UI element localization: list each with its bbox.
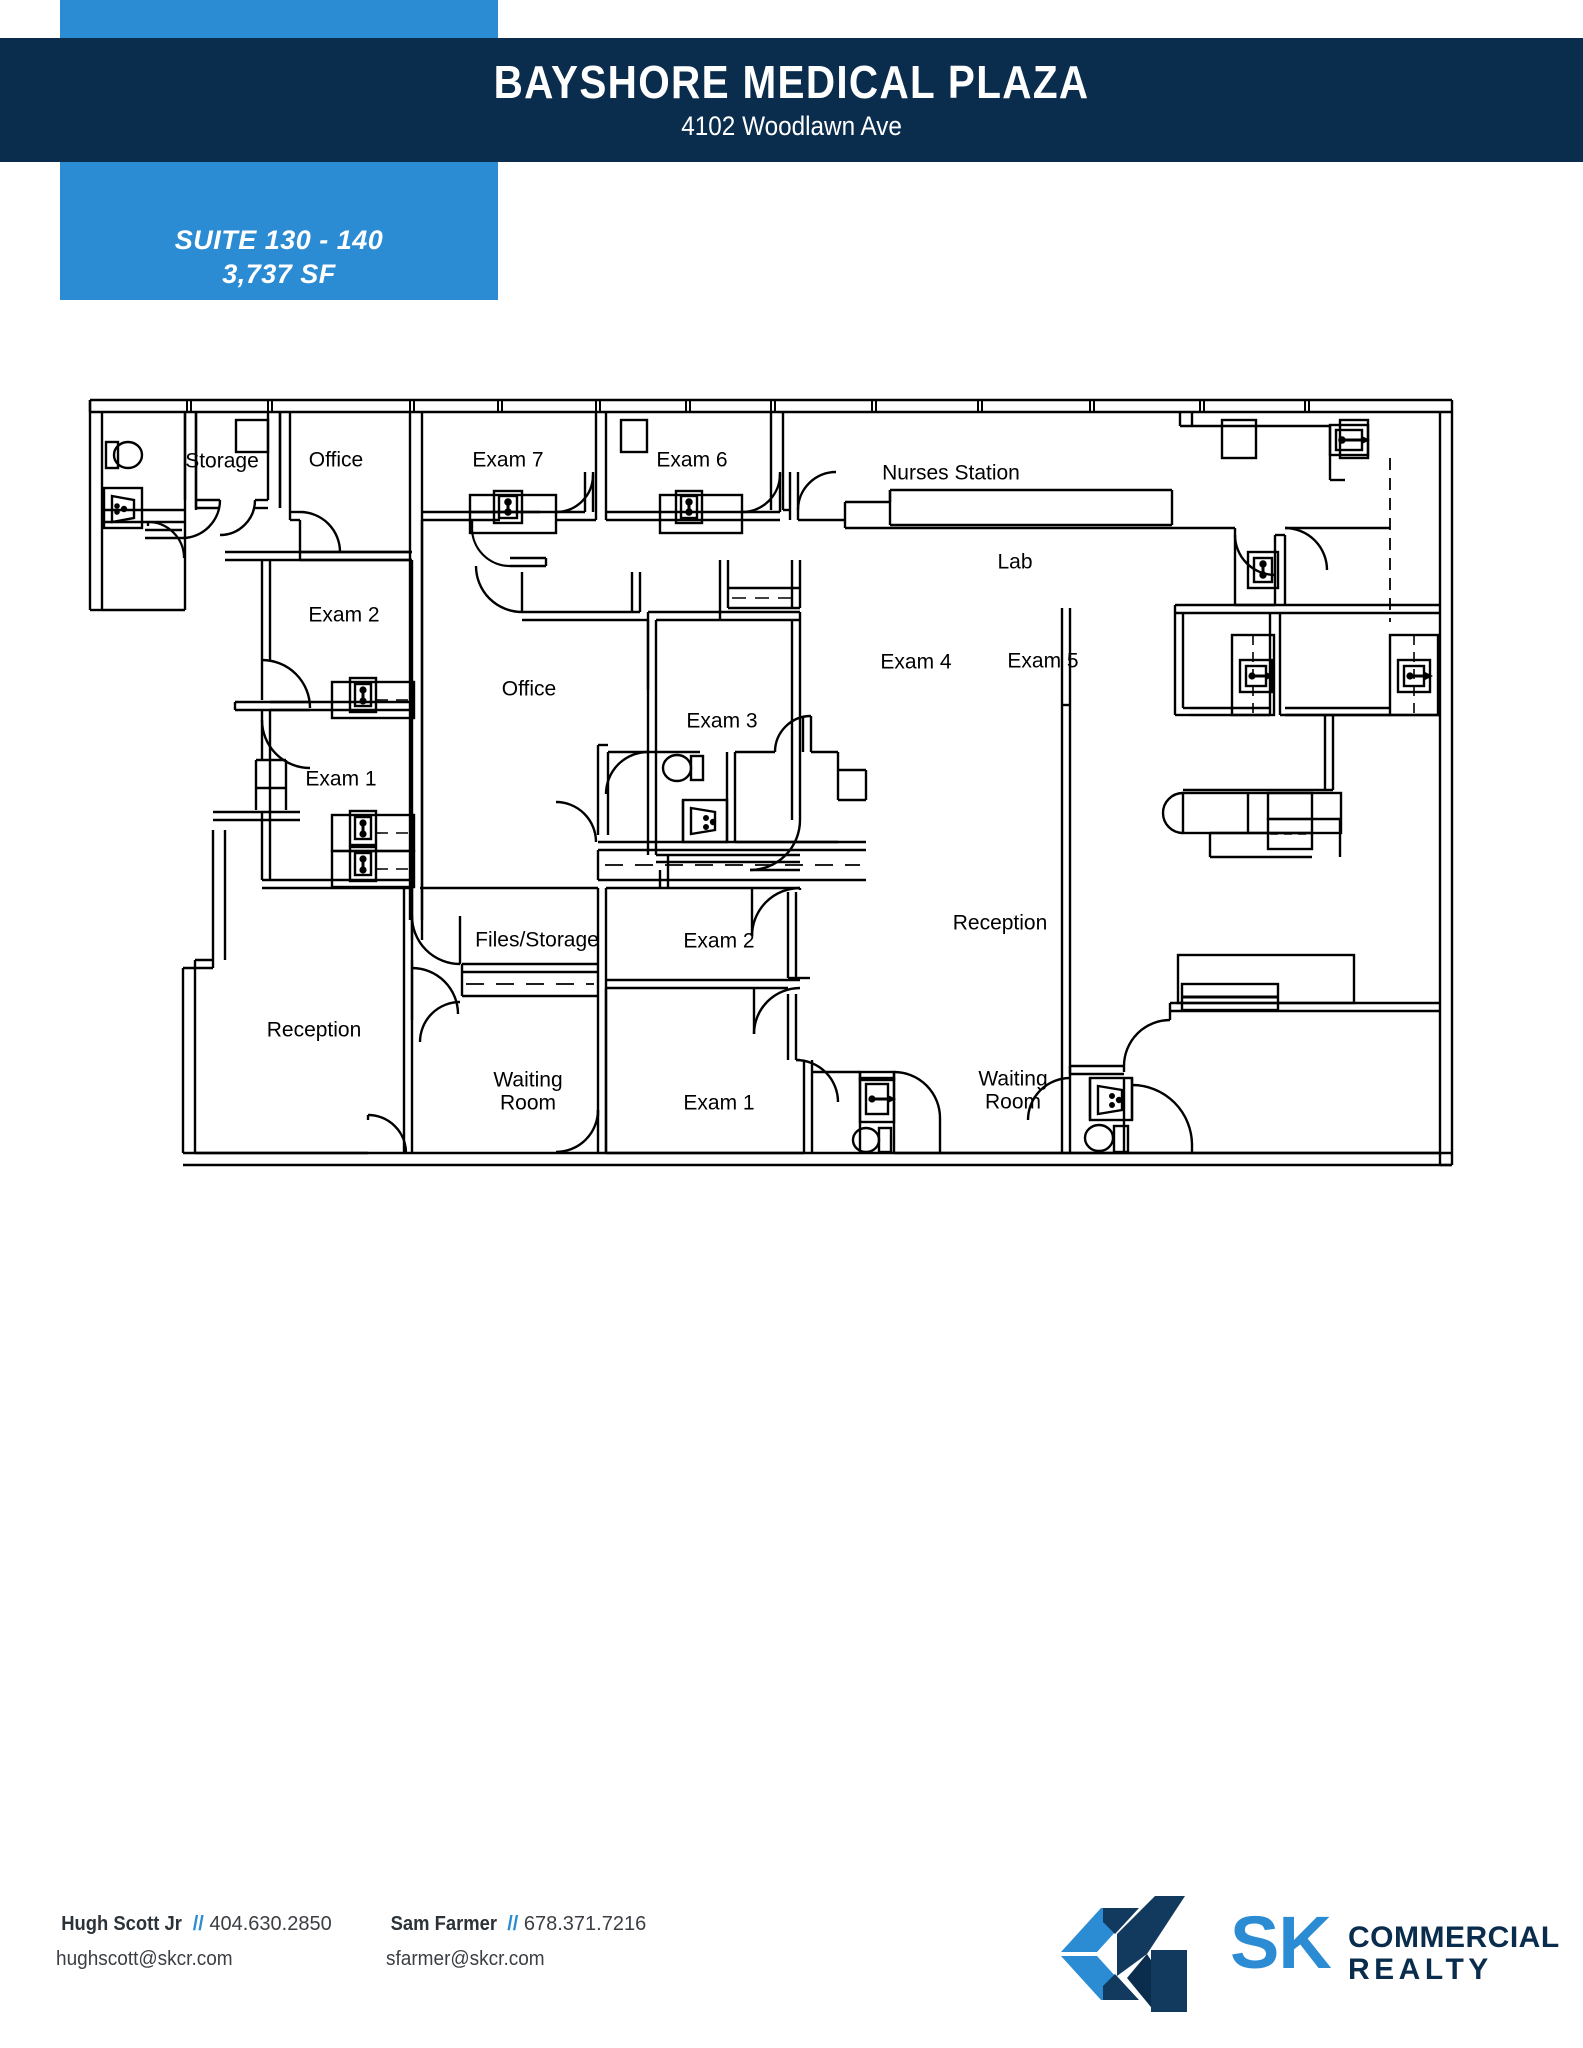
room-label-exam-7: Exam 7: [472, 449, 543, 472]
contact-separator: //: [192, 1913, 204, 1935]
room-label-exam-4: Exam 4: [880, 651, 952, 674]
room-label-reception-right: Reception: [953, 912, 1048, 935]
header-band: BAYSHORE MEDICAL PLAZA 4102 Woodlawn Ave: [0, 38, 1583, 162]
suite-area: 3,737 SF: [222, 259, 336, 289]
room-labels: Storage Office Exam 7 Exam 6 Nurses Stat…: [185, 449, 1078, 1115]
room-label-waiting-left-1: Waiting: [493, 1069, 562, 1092]
logo-tagline: COMMERCIAL REALTY: [1348, 1922, 1560, 1985]
contact-email[interactable]: sfarmer@skcr.com: [386, 1948, 545, 1970]
sk-commercial-realty-logo: SK COMMERCIAL REALTY: [1055, 1894, 1559, 2024]
room-label-exam-5: Exam 5: [1007, 650, 1078, 673]
page-title: BAYSHORE MEDICAL PLAZA: [493, 55, 1090, 108]
floor-plan-drawing: Storage Office Exam 7 Exam 6 Nurses Stat…: [88, 398, 1454, 1167]
room-label-waiting-right-1: Waiting: [978, 1068, 1047, 1091]
room-label-exam-1-left: Exam 1: [305, 768, 376, 791]
room-label-nurses-station: Nurses Station: [882, 462, 1020, 485]
sk-logo-mark-icon: [1061, 1896, 1187, 2012]
room-label-storage-top: Storage: [185, 450, 259, 473]
logo-sk-text: SK: [1230, 1901, 1332, 1984]
contact-name: Hugh Scott Jr: [61, 1913, 182, 1935]
room-label-exam-3: Exam 3: [686, 710, 757, 733]
contact-email[interactable]: hughscott@skcr.com: [56, 1948, 233, 1970]
contact-separator: //: [507, 1913, 519, 1935]
contact-sam-farmer: Sam Farmer // 678.371.7216 sfarmer@skcr.…: [386, 1910, 646, 1974]
suite-info: SUITE 130 - 140 3,737 SF: [60, 216, 498, 300]
room-label-exam-2-center: Exam 2: [683, 930, 754, 953]
room-label-waiting-left-2: Room: [500, 1092, 556, 1115]
room-label-exam-2-left: Exam 2: [308, 604, 379, 627]
room-label-exam-6: Exam 6: [656, 449, 727, 472]
suite-label: SUITE 130 - 140: [174, 225, 384, 256]
room-label-office-top: Office: [309, 449, 363, 472]
footer: Hugh Scott Jr // 404.630.2850 hughscott@…: [0, 1896, 1583, 2030]
room-label-waiting-right-2: Room: [985, 1091, 1041, 1114]
room-label-exam-1-center: Exam 1: [683, 1092, 754, 1115]
page-subtitle-address: 4102 Woodlawn Ave: [681, 110, 902, 141]
contact-phone[interactable]: 404.630.2850: [209, 1913, 332, 1935]
logo-commercial-text: COMMERCIAL: [1348, 1921, 1560, 1954]
contact-name: Sam Farmer: [390, 1913, 497, 1935]
floor-plan: Storage Office Exam 7 Exam 6 Nurses Stat…: [0, 360, 1583, 1230]
contact-phone[interactable]: 678.371.7216: [523, 1913, 647, 1935]
room-label-lab: Lab: [997, 551, 1032, 574]
room-label-office-center: Office: [502, 678, 556, 701]
room-label-files-storage: Files/Storage: [475, 929, 599, 952]
contact-hugh-scott: Hugh Scott Jr // 404.630.2850 hughscott@…: [56, 1910, 332, 1974]
room-label-reception-left: Reception: [267, 1019, 362, 1042]
logo-realty-text: REALTY: [1348, 1952, 1493, 1986]
